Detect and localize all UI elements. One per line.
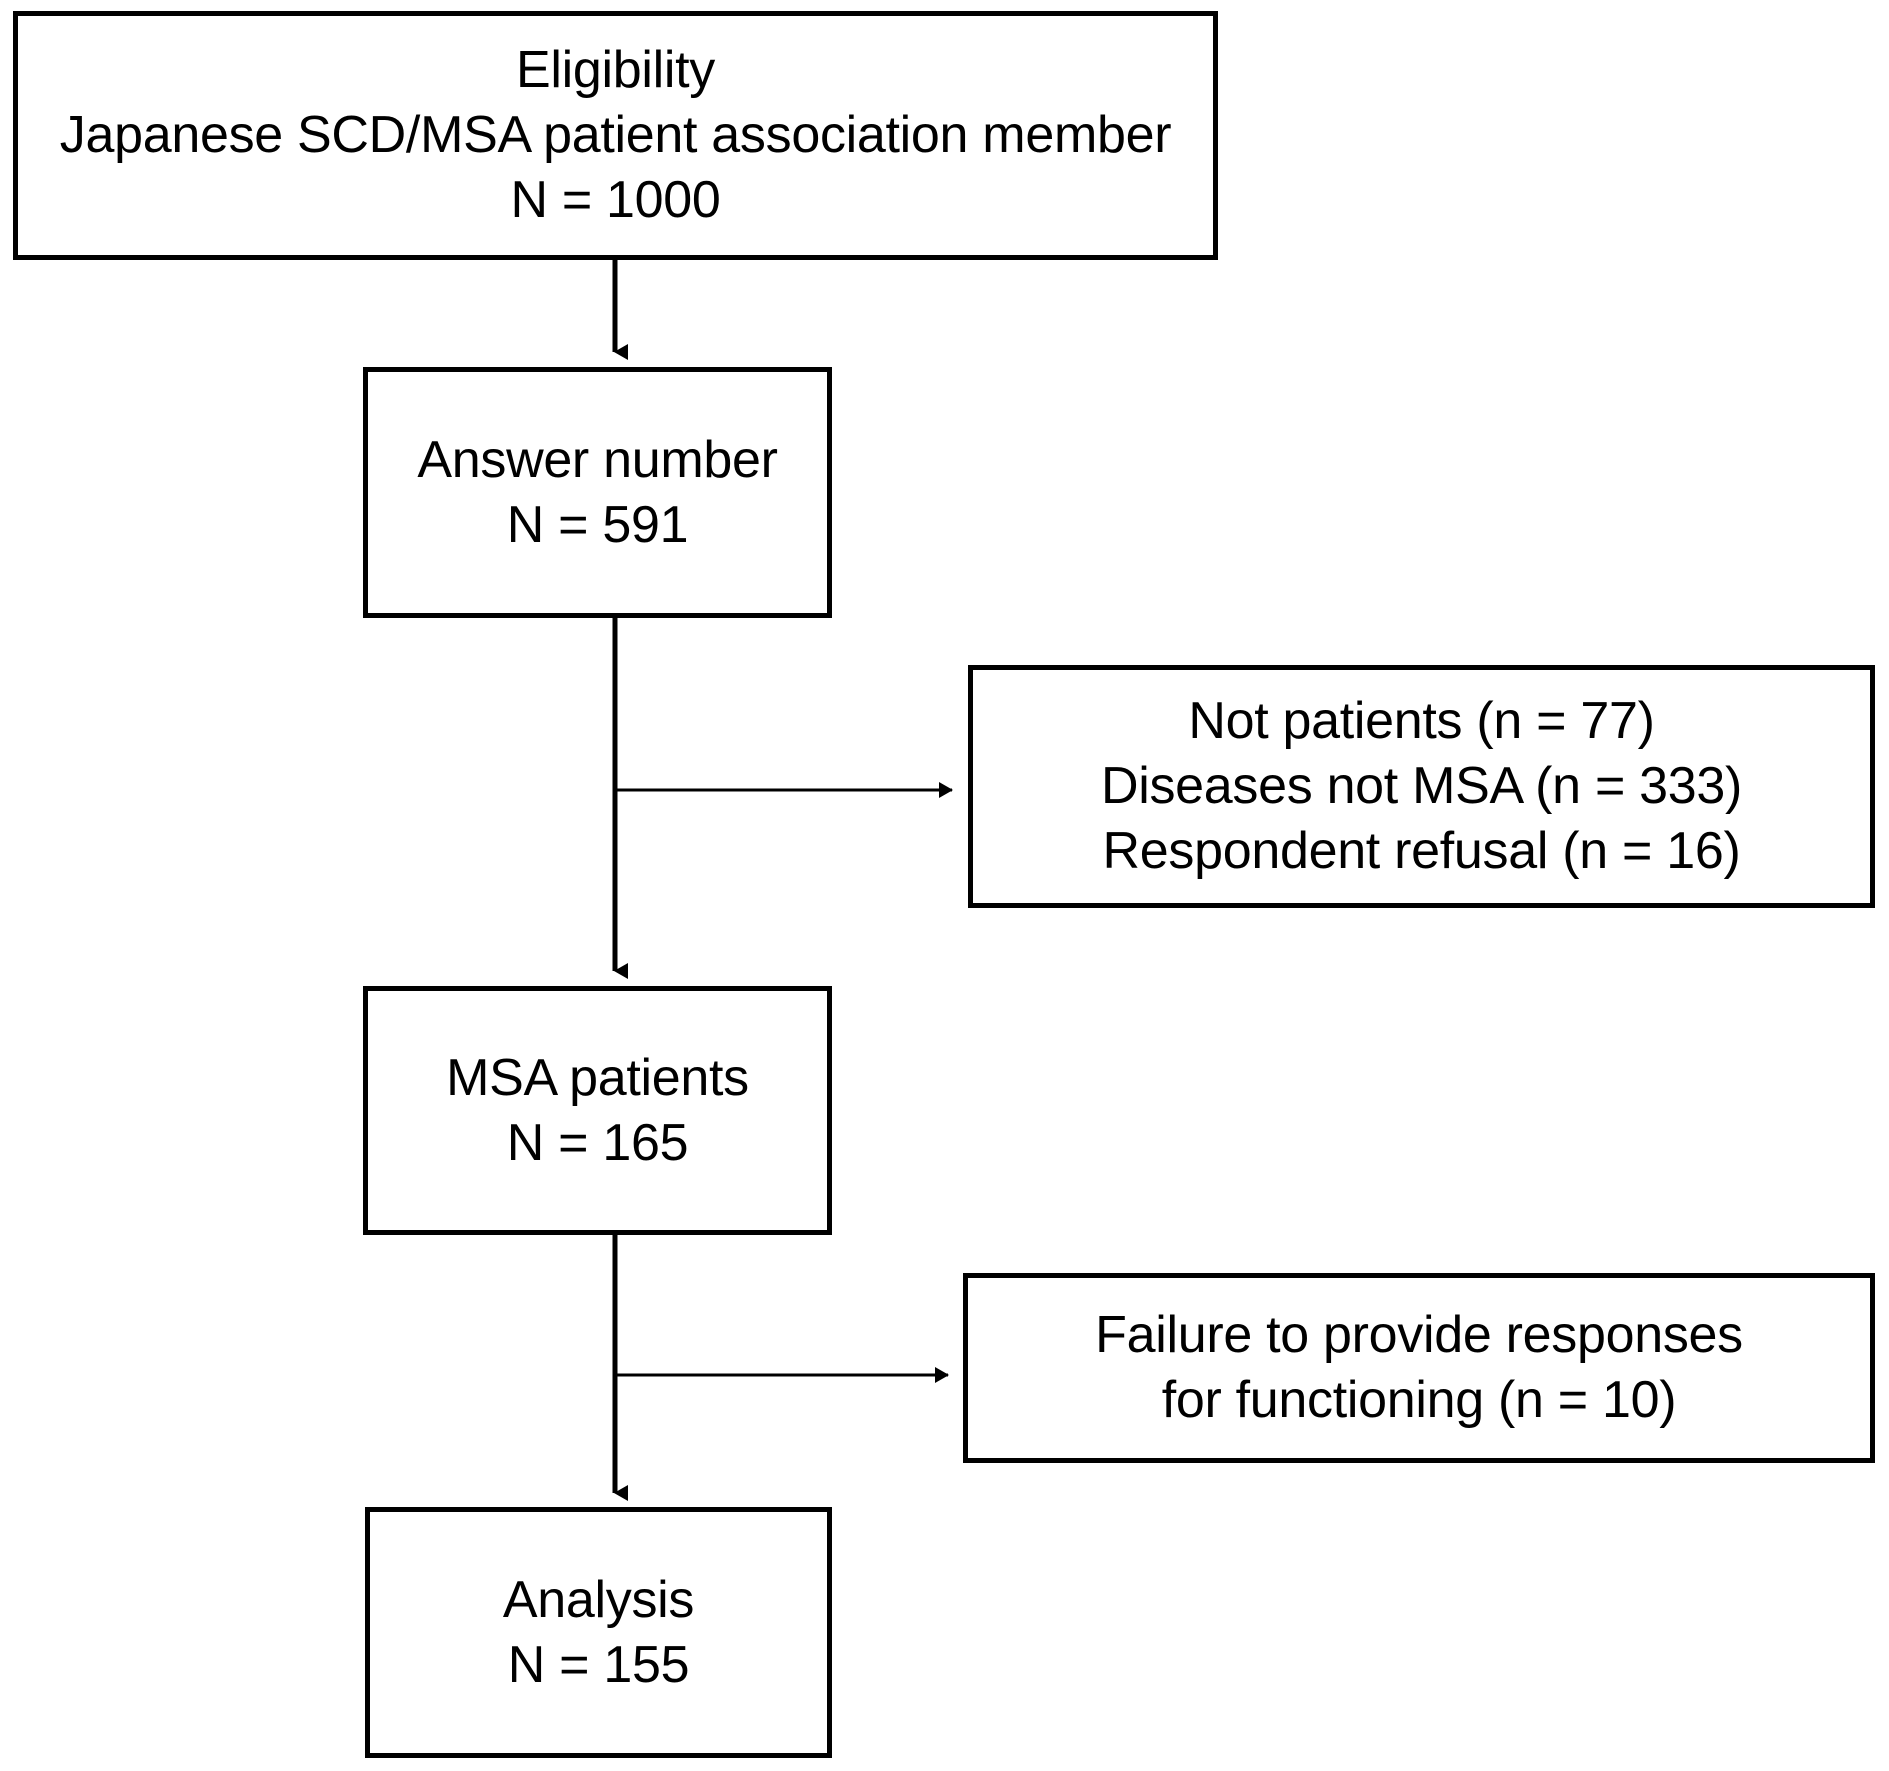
analysis-line-2: N = 155 xyxy=(507,1635,690,1694)
answer-line-2: N = 591 xyxy=(506,495,689,554)
answer-line-1: Answer number xyxy=(417,430,778,489)
excluded-line-3: Respondent refusal (n = 16) xyxy=(1102,822,1741,880)
failure-line-1: Failure to provide responses xyxy=(1095,1306,1743,1364)
failure-line-2: for functioning (n = 10) xyxy=(1161,1371,1677,1429)
excluded-box: Not patients (n = 77) Diseases not MSA (… xyxy=(968,665,1875,908)
msa-line-1: MSA patients xyxy=(446,1048,749,1107)
analysis-line-1: Analysis xyxy=(502,1570,695,1629)
msa-line-2: N = 165 xyxy=(506,1113,689,1172)
eligibility-line-3: N = 1000 xyxy=(510,171,721,229)
eligibility-box: Eligibility Japanese SCD/MSA patient ass… xyxy=(13,11,1218,260)
msa-patients-box: MSA patients N = 165 xyxy=(363,986,832,1235)
eligibility-line-2: Japanese SCD/MSA patient association mem… xyxy=(59,106,1172,164)
failure-box: Failure to provide responses for functio… xyxy=(963,1273,1875,1463)
excluded-line-1: Not patients (n = 77) xyxy=(1188,692,1655,750)
analysis-box: Analysis N = 155 xyxy=(365,1507,832,1758)
excluded-line-2: Diseases not MSA (n = 333) xyxy=(1100,757,1743,815)
eligibility-line-1: Eligibility xyxy=(516,41,715,99)
answer-number-box: Answer number N = 591 xyxy=(363,367,832,618)
